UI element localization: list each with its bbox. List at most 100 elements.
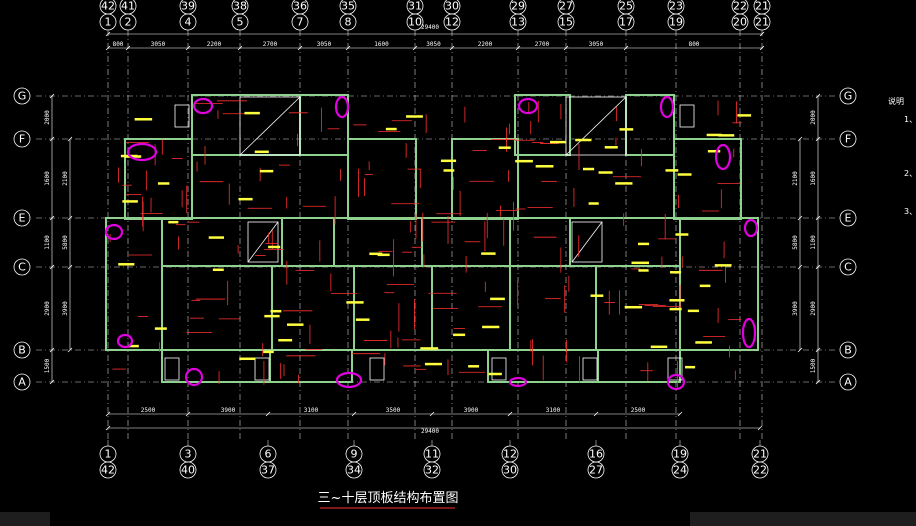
grid-label-bottom: 22 (753, 464, 767, 477)
top-dim-label: 2700 (263, 41, 278, 48)
row-label-left: F (19, 133, 25, 146)
grid-bubble-top-inner (667, 13, 685, 31)
highlight-ellipse (666, 373, 686, 391)
opening-diagonal (565, 96, 627, 156)
row-bubble-left (13, 373, 31, 391)
rebar-label-stub (699, 284, 711, 288)
highlight-ellipse (741, 317, 757, 349)
right-dim-tick (815, 379, 821, 385)
rebar-label-stub (675, 233, 689, 236)
highlight-ellipse (508, 376, 528, 388)
rebar-label-stub (535, 165, 554, 168)
rebar-label-stub (706, 133, 722, 137)
opening-box (565, 96, 627, 156)
row-bubble-right (839, 87, 857, 105)
grid-label-top: 36 (293, 0, 307, 13)
grid-label-top: 23 (669, 0, 683, 13)
rebar-label-stub (669, 299, 685, 302)
grid-label-top: 10 (408, 16, 422, 29)
opening-box (571, 221, 603, 263)
grid-label-bottom: 37 (261, 464, 275, 477)
rebar-label-stub (385, 127, 397, 131)
rebar-label-stub (157, 182, 170, 185)
wall-segment (431, 265, 511, 351)
grid-bubble-bottom-inner (751, 461, 769, 479)
top-overall-dim: 29400 (421, 24, 439, 31)
notes-item-1: 1、 (904, 115, 916, 124)
rebar-label-stub (406, 115, 423, 118)
grid-label-top: 12 (445, 16, 459, 29)
rebar-label-stub (637, 242, 650, 246)
grid-label-bottom: 1 (105, 448, 112, 461)
rebar-label-stub (515, 159, 533, 163)
wall-segment (269, 349, 353, 383)
bottom-overall-dim: 29400 (421, 428, 439, 435)
rebar-label-stub (468, 365, 479, 368)
grid-label-bottom: 42 (101, 464, 115, 477)
grid-bubble-top-inner (179, 13, 197, 31)
grid-label-top: 42 (101, 0, 115, 13)
grid-bubble-top-inner (406, 13, 424, 31)
top-dim-tick (623, 45, 629, 51)
grid-label-bottom: 21 (753, 448, 767, 461)
shaft-box (369, 357, 385, 381)
rebar-marks (109, 100, 752, 390)
row-label-left: G (18, 90, 27, 103)
grid-bubble-bottom-inner (501, 461, 519, 479)
left-dim-label: 2900 (44, 301, 51, 316)
row-bubble-left (13, 258, 31, 276)
wall-segment (597, 349, 681, 383)
wall-segment (333, 217, 423, 267)
right-dim-tick (815, 347, 821, 353)
highlight-ellipse (334, 95, 350, 119)
rebar-label-stub (168, 220, 179, 224)
top-dim-label: 800 (689, 41, 700, 48)
grid-bubble-top-inner (557, 13, 575, 31)
highlight-ellipse (743, 218, 759, 238)
grid-label-bottom: 11 (425, 448, 439, 461)
bottom-dim-tick (677, 411, 683, 417)
grid-bubble-top-inner (753, 13, 771, 31)
rebar-label-stub (550, 140, 566, 144)
top-overall-tick (105, 31, 111, 37)
row-bubble-left (13, 87, 31, 105)
highlight-ellipse (116, 333, 134, 349)
opening-diagonal (571, 221, 603, 263)
row-label-left: A (18, 376, 26, 389)
top-dim-label: 3050 (151, 41, 166, 48)
shaft-box (491, 357, 507, 381)
top-dim-tick (412, 45, 418, 51)
grid-bubble-bottom-inner (345, 461, 363, 479)
grid-bubble-bottom-inner (423, 461, 441, 479)
wall-segment (353, 265, 433, 351)
row-bubble-left (13, 209, 31, 227)
grid-label-top: 21 (755, 16, 769, 29)
right-inner-dim-tick (797, 347, 803, 353)
rebar-label-stub (665, 169, 679, 172)
grid-label-top: 30 (445, 0, 459, 13)
grid-label-bottom: 3 (185, 448, 192, 461)
rebar-label-stub (481, 252, 496, 255)
grid-label-top: 39 (181, 0, 195, 13)
wall-segment (191, 94, 301, 156)
highlight-markers (104, 95, 759, 391)
grid-bubbles: 4214123943853673583110301229132715251723… (13, 0, 857, 479)
row-bubble-right (839, 209, 857, 227)
grid-label-bottom: 6 (265, 448, 272, 461)
right-dim-label: 1600 (810, 171, 817, 186)
rebar-label-stub (355, 318, 370, 321)
grid-label-top: 27 (559, 0, 573, 13)
rebar-label-stub (346, 301, 364, 304)
shaft-box (667, 357, 683, 381)
left-dim-tick (49, 264, 55, 270)
rebar-label-stub (498, 146, 511, 149)
bottom-dim-label: 2500 (141, 407, 156, 414)
rebar-label-stub (208, 236, 225, 239)
grid-label-bottom: 27 (589, 464, 603, 477)
grid-label-top: 41 (121, 0, 135, 13)
bottom-dim-label: 3500 (386, 407, 401, 414)
right-inner-dim-tick (797, 215, 803, 221)
row-label-right: B (844, 344, 852, 357)
grid-label-top: 2 (125, 16, 132, 29)
wall-segment (509, 265, 597, 351)
